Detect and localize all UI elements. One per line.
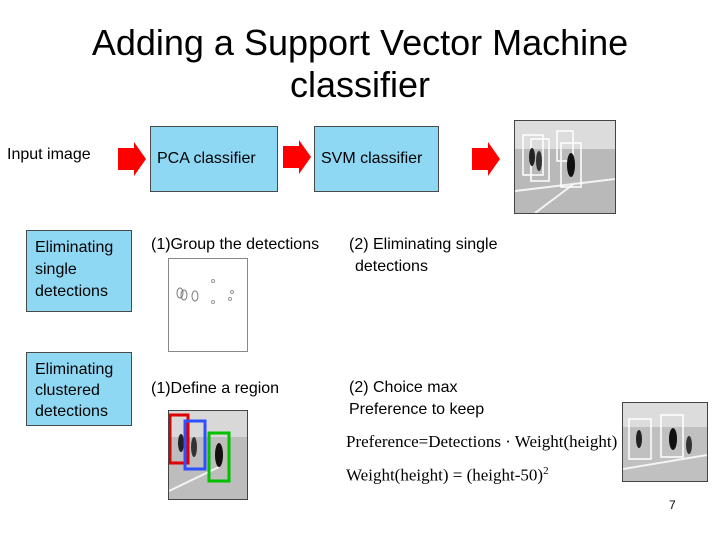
arrow-right-icon (283, 140, 311, 174)
pca-classifier-box: PCA classifier (150, 126, 278, 192)
svm-classifier-label: SVM classifier (321, 150, 423, 167)
group-caption: (1)Group the detections (151, 236, 320, 253)
eliminating-clustered-box: Eliminating clustered detections (26, 352, 132, 426)
arrow-right-icon (472, 142, 500, 176)
result-photo (622, 402, 708, 482)
elim-caption-1: (2) Eliminating single (349, 236, 498, 253)
single-box-line-1: Eliminating (35, 239, 114, 256)
arrow-right-icon (118, 142, 146, 176)
clustered-box-line-3: detections (35, 403, 108, 420)
choice-caption-1: (2) Choice max (349, 379, 458, 396)
clustered-box-line-2: clustered (35, 382, 100, 399)
region-photo (168, 410, 248, 500)
weight-formula: Weight(height) = (height-50)2 (346, 465, 549, 486)
preference-formula: Preference=Detections · Weight(height) (346, 432, 618, 451)
title-line-2: classifier (289, 64, 431, 105)
weight-formula-text: Weight(height) = (height-50) (346, 465, 544, 485)
define-region-caption: (1)Define a region (151, 380, 280, 397)
slide-title: Adding a Support Vector Machine classifi… (0, 22, 720, 106)
pca-classifier-label: PCA classifier (157, 150, 256, 167)
page-number: 7 (669, 498, 676, 512)
title-line-1: Adding a Support Vector Machine (91, 22, 629, 63)
svm-classifier-box: SVM classifier (314, 126, 439, 192)
weight-formula-exponent: 2 (543, 465, 549, 477)
grouped-detections-image (168, 258, 248, 352)
choice-caption-2: Preference to keep (349, 401, 485, 418)
single-box-line-2: single (35, 261, 77, 278)
clustered-box-line-1: Eliminating (35, 361, 114, 378)
elim-caption-2: detections (355, 258, 428, 275)
single-box-line-3: detections (35, 283, 108, 300)
eliminating-single-box: Eliminating single detections (26, 230, 132, 312)
output-photo (514, 120, 616, 214)
input-image-label: Input image (7, 146, 91, 163)
